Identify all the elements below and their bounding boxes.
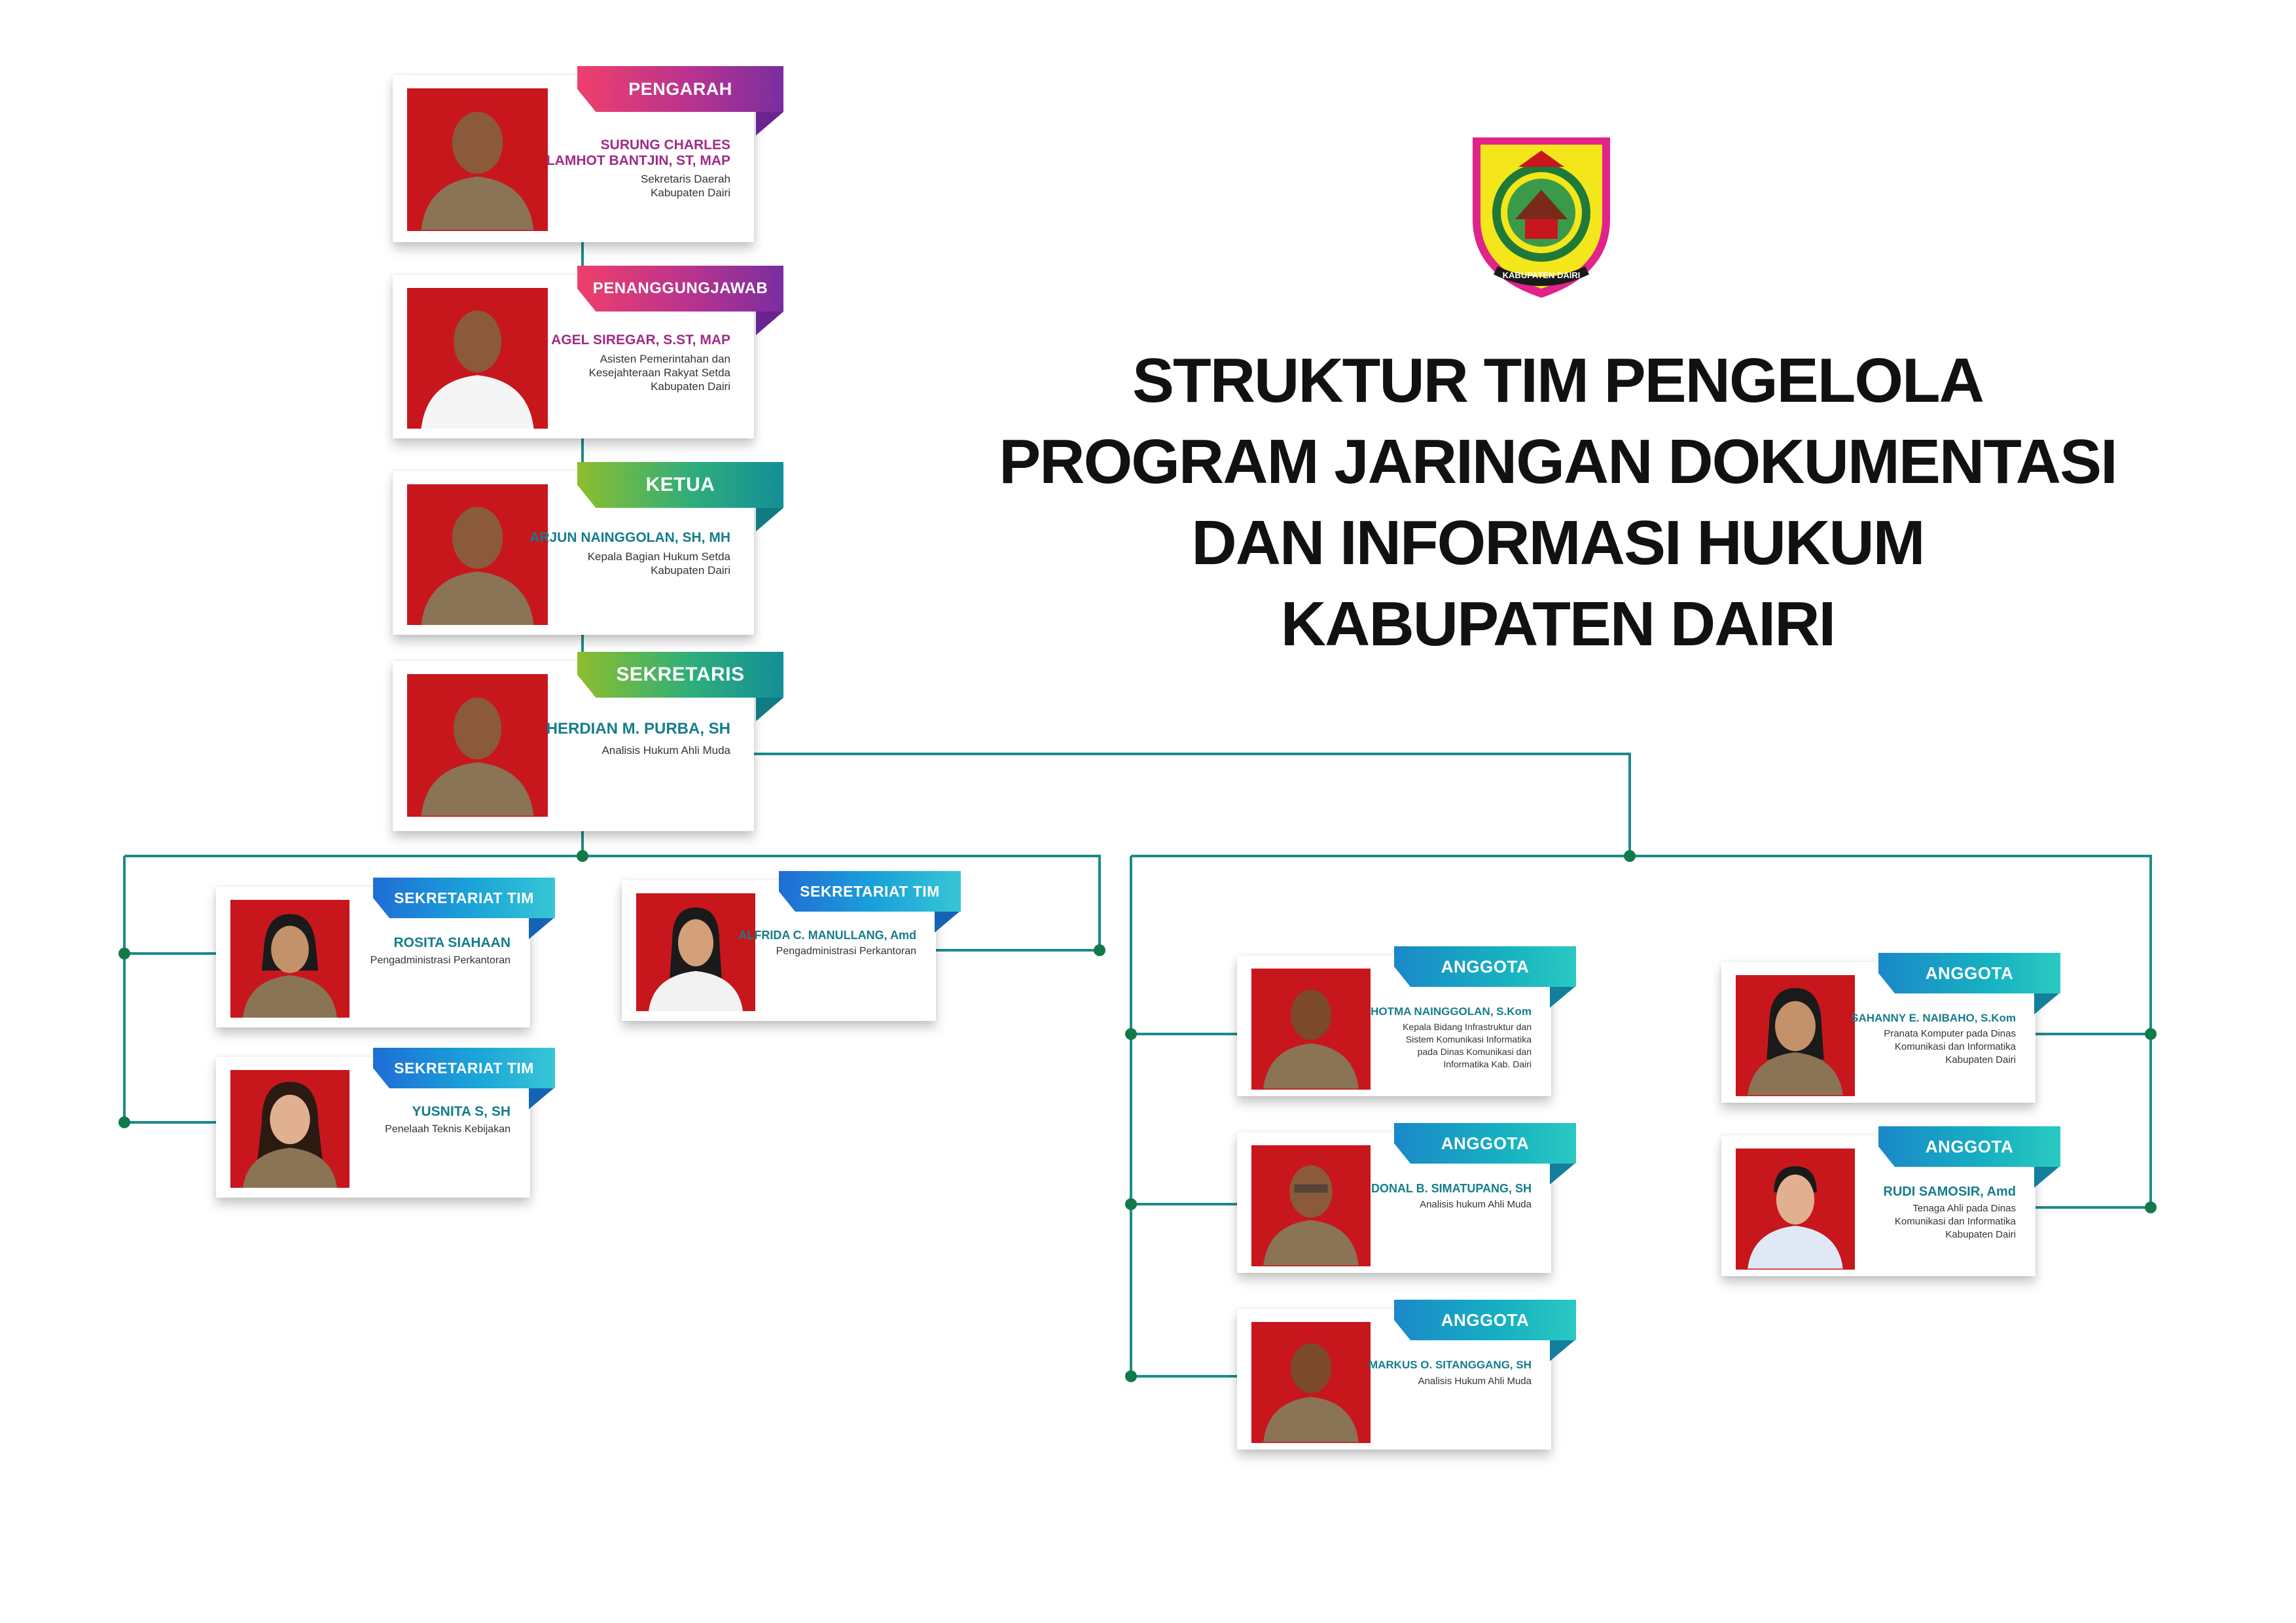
portrait-photo — [407, 88, 548, 231]
role-ribbon: ANGGOTA — [1394, 946, 1576, 987]
person-position: Kepala Bidang Infrastruktur dan Sistem K… — [1403, 1022, 1532, 1069]
card-sekretariat-rosita: SEKRETARIAT TIM ROSITA SIAHAAN Pengadmin… — [216, 878, 555, 1027]
role-label: SEKRETARIS — [616, 664, 745, 685]
role-ribbon: SEKRETARIAT TIM — [373, 878, 555, 918]
role-label: SEKRETARIAT TIM — [394, 1059, 534, 1077]
portrait-photo — [1251, 1145, 1371, 1266]
role-label: KETUA — [645, 474, 715, 495]
card-sekretariat-alfrida: SEKRETARIAT TIM ALFRIDA C. MANULLANG, Am… — [622, 871, 961, 1021]
person-position: Asisten Pemerintahan dan Kesejahteraan R… — [588, 353, 730, 393]
role-ribbon: ANGGOTA — [1878, 1126, 2060, 1167]
title-line-1: STRUKTUR TIM PENGELOLA — [1132, 346, 1984, 416]
title-line-4: KABUPATEN DAIRI — [1280, 589, 1836, 659]
card-anggota-sahanny: ANGGOTA SAHANNY E. NAIBAHO, S.Kom Pranat… — [1721, 953, 2060, 1103]
person-position: Penelaah Teknis Kebijakan — [385, 1124, 511, 1135]
person-name: ALFRIDA C. MANULLANG, Amd — [738, 929, 916, 942]
portrait-photo — [407, 674, 548, 817]
portrait-photo — [407, 288, 548, 429]
role-ribbon: KETUA — [577, 462, 783, 508]
portrait-photo — [1736, 975, 1855, 1096]
person-name: YUSNITA S, SH — [412, 1104, 511, 1119]
person-position: Analisis Hukum Ahli Muda — [1418, 1376, 1532, 1387]
role-label: SEKRETARIAT TIM — [394, 889, 534, 906]
role-ribbon: ANGGOTA — [1394, 1123, 1576, 1164]
person-name: SURUNG CHARLES LAMHOT BANTJIN, ST, MAP — [482, 137, 730, 169]
person-position: Sekretaris Daerah Kabupaten Dairi — [640, 173, 730, 199]
role-label: SEKRETARIAT TIM — [800, 882, 940, 900]
role-ribbon: ANGGOTA — [1878, 953, 2060, 993]
card-anggota-donal: ANGGOTA DONAL B. SIMATUPANG, SH Analisis… — [1237, 1123, 1576, 1273]
person-name: ARJUN NAINGGOLAN, SH, MH — [529, 530, 730, 545]
card-anggota-markus: ANGGOTA MARKUS O. SITANGGANG, SH Analisi… — [1237, 1300, 1576, 1450]
person-name-line-2: LAMHOT BANTJIN, ST, MAP — [546, 153, 730, 168]
person-name: SAHANNY E. NAIBAHO, S.Kom — [1851, 1012, 2016, 1024]
person-name: HOTMA NAINGGOLAN, S.Kom — [1371, 1005, 1532, 1018]
page-title: STRUKTUR TIM PENGELOLA PROGRAM JARINGAN … — [942, 340, 2173, 665]
portrait-photo — [1251, 969, 1371, 1090]
role-label: ANGGOTA — [1441, 956, 1530, 976]
role-ribbon: PENGARAH — [577, 66, 783, 112]
person-name: MARKUS O. SITANGGANG, SH — [1368, 1359, 1532, 1371]
emblem-text: KABUPATEN DAIRI — [1503, 270, 1581, 280]
portrait-photo — [1736, 1149, 1855, 1270]
role-ribbon: SEKRETARIAT TIM — [779, 871, 961, 912]
portrait-photo — [407, 484, 548, 625]
portrait-photo — [1251, 1322, 1371, 1443]
card-anggota-hotma: ANGGOTA HOTMA NAINGGOLAN, S.Kom Kepala B… — [1237, 946, 1576, 1096]
person-position: Kepala Bagian Hukum Setda Kabupaten Dair… — [587, 550, 730, 577]
title-line-3: DAN INFORMASI HUKUM — [1191, 508, 1925, 578]
person-name: DONAL B. SIMATUPANG, SH — [1371, 1182, 1532, 1195]
role-label: PENANGGUNGJAWAB — [592, 279, 768, 297]
person-name: AGEL SIREGAR, S.ST, MAP — [551, 332, 730, 348]
role-label: ANGGOTA — [1441, 1133, 1530, 1153]
card-anggota-rudi: ANGGOTA RUDI SAMOSIR, Amd Tenaga Ahli pa… — [1721, 1126, 2060, 1276]
card-pengarah: PENGARAH SURUNG CHARLES LAMHOT BANTJIN, … — [393, 66, 783, 242]
role-ribbon: SEKRETARIS — [577, 652, 783, 698]
role-label: ANGGOTA — [1441, 1310, 1530, 1330]
person-position: Pranata Komputer pada Dinas Komunikasi d… — [1884, 1028, 2016, 1065]
role-ribbon: SEKRETARIAT TIM — [373, 1048, 555, 1088]
card-penanggungjawab: PENANGGUNGJAWAB AGEL SIREGAR, S.ST, MAP … — [393, 266, 783, 438]
role-label: PENGARAH — [628, 79, 732, 99]
portrait-photo — [230, 900, 350, 1018]
kabupaten-dairi-emblem: KABUPATEN DAIRI — [1473, 137, 1610, 298]
person-name-line-1: SURUNG CHARLES — [600, 137, 730, 152]
person-position: Pengadministrasi Perkantoran — [370, 955, 511, 966]
portrait-photo — [636, 893, 755, 1011]
person-position: Tenaga Ahli pada Dinas Komunikasi dan In… — [1894, 1203, 2016, 1240]
role-label: ANGGOTA — [1925, 1136, 2014, 1156]
person-name: HERDIAN M. PURBA, SH — [546, 720, 730, 738]
person-position: Pengadministrasi Perkantoran — [776, 946, 916, 957]
portrait-photo — [230, 1070, 350, 1188]
role-ribbon: PENANGGUNGJAWAB — [577, 266, 783, 312]
title-line-2: PROGRAM JARINGAN DOKUMENTASI — [999, 427, 2118, 497]
person-position: Analisis Hukum Ahli Muda — [601, 744, 730, 757]
person-name: ROSITA SIAHAAN — [393, 935, 511, 950]
card-ketua: KETUA ARJUN NAINGGOLAN, SH, MH Kepala Ba… — [393, 462, 783, 635]
person-name: RUDI SAMOSIR, Amd — [1883, 1185, 2016, 1199]
person-position: Analisis hukum Ahli Muda — [1420, 1199, 1532, 1210]
card-sekretaris: SEKRETARIS HERDIAN M. PURBA, SH Analisis… — [393, 652, 783, 831]
card-sekretariat-yusnita: SEKRETARIAT TIM YUSNITA S, SH Penelaah T… — [216, 1048, 555, 1198]
role-ribbon: ANGGOTA — [1394, 1300, 1576, 1340]
role-label: ANGGOTA — [1925, 963, 2014, 983]
